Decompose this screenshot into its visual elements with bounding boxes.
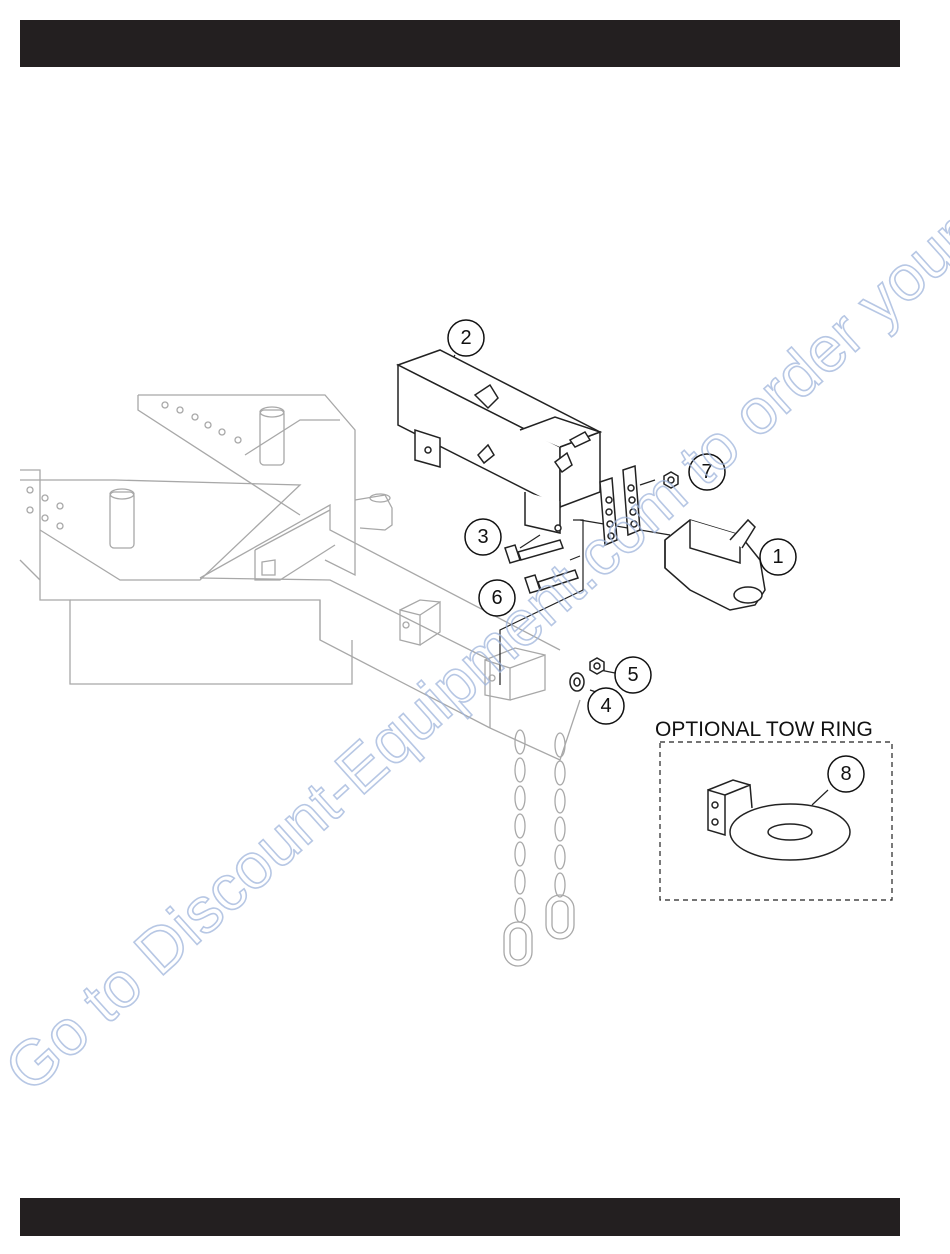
svg-text:3: 3: [477, 526, 488, 548]
svg-text:4: 4: [600, 695, 611, 717]
callout-1: 1: [760, 539, 796, 575]
svg-text:2: 2: [460, 327, 471, 349]
optional-tow-ring-title: OPTIONAL TOW RING: [655, 718, 873, 741]
coupler-part-1: [665, 520, 765, 610]
svg-text:5: 5: [627, 664, 638, 686]
callout-3: 3: [465, 519, 501, 555]
svg-text:8: 8: [840, 763, 851, 785]
svg-text:1: 1: [772, 546, 783, 568]
hitch-tube-part-2: [398, 350, 600, 533]
callout-2: 2: [448, 320, 484, 356]
tow-ring-part-8: [708, 780, 850, 860]
callout-5: 5: [615, 657, 651, 693]
callout-8: 8: [828, 756, 864, 792]
callout-4: 4: [588, 688, 624, 724]
